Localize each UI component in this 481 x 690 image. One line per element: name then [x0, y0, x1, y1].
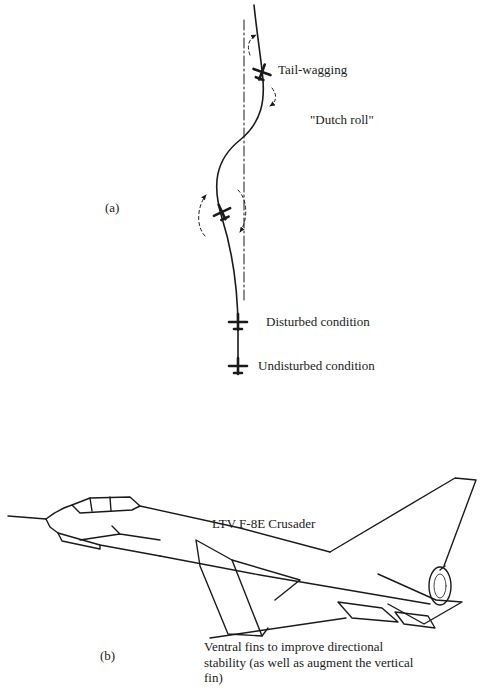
- mode-label: "Dutch roll": [310, 112, 374, 128]
- crusader-drawing: [8, 478, 476, 638]
- motion-label: Tail-wagging: [278, 62, 347, 78]
- condition-label: Disturbed condition: [266, 314, 370, 330]
- undisturbed-plane: [229, 358, 247, 374]
- disturbed-plane: [229, 314, 247, 330]
- part-label: (a): [105, 200, 119, 216]
- callout-label: Ventral fins to improve directional stab…: [204, 639, 414, 686]
- condition-label: Undisturbed condition: [258, 358, 375, 374]
- wagging-plane: [251, 61, 273, 82]
- aircraft-label: LTV F-8E Crusader: [212, 516, 315, 532]
- banked-plane: [210, 201, 233, 223]
- part-label: (b): [100, 648, 115, 664]
